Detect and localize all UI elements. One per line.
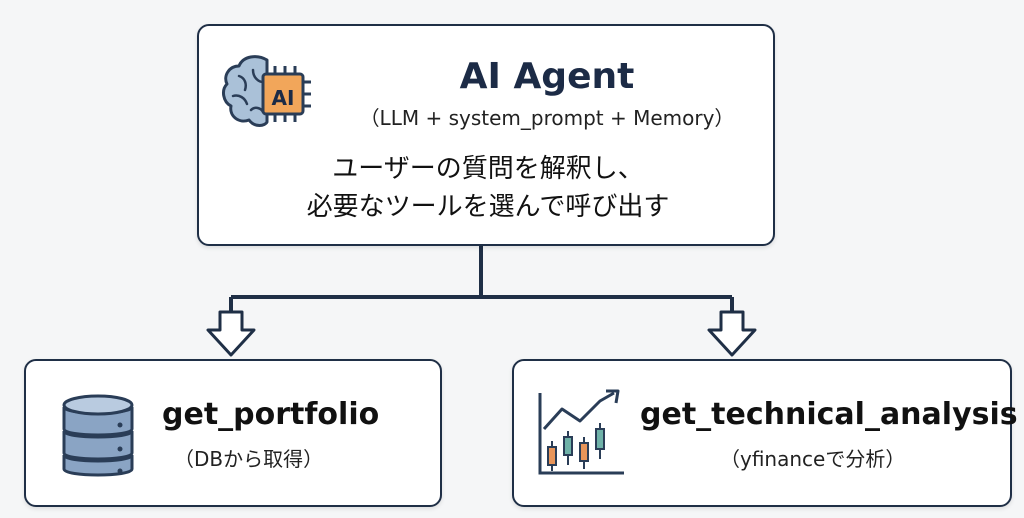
tool-source-get-technical-analysis: （yfinanceで分析） — [720, 447, 906, 471]
agent-title: AI Agent — [459, 56, 635, 97]
agent-description-line-2: 必要なツールを選んで呼び出す — [306, 192, 670, 222]
ai-chip-label: AI — [271, 86, 295, 110]
candlestick-chart-icon — [538, 389, 624, 475]
tool-source-get-portfolio: （DBから取得） — [174, 447, 324, 471]
ai-agent-box: AI AI Agent （LLM + system_prompt + Memor… — [197, 24, 775, 246]
database-icon — [62, 394, 134, 477]
agent-description-line-1: ユーザーの質問を解釈し、 — [332, 154, 644, 184]
agent-description: ユーザーの質問を解釈し、 必要なツールを選んで呼び出す — [199, 150, 777, 226]
get-portfolio-box: get_portfolio （DBから取得） — [24, 359, 442, 507]
arrow-down-icon-left — [206, 310, 256, 357]
arrow-down-icon-right — [707, 310, 757, 357]
get-technical-analysis-box: get_technical_analysis （yfinanceで分析） — [512, 359, 1018, 507]
agent-subtitle: （LLM + system_prompt + Memory） — [359, 106, 735, 130]
tool-name-get-portfolio: get_portfolio — [162, 397, 380, 432]
tool-name-get-technical-analysis: get_technical_analysis — [640, 397, 1018, 432]
brain-chip-icon — [222, 55, 311, 127]
